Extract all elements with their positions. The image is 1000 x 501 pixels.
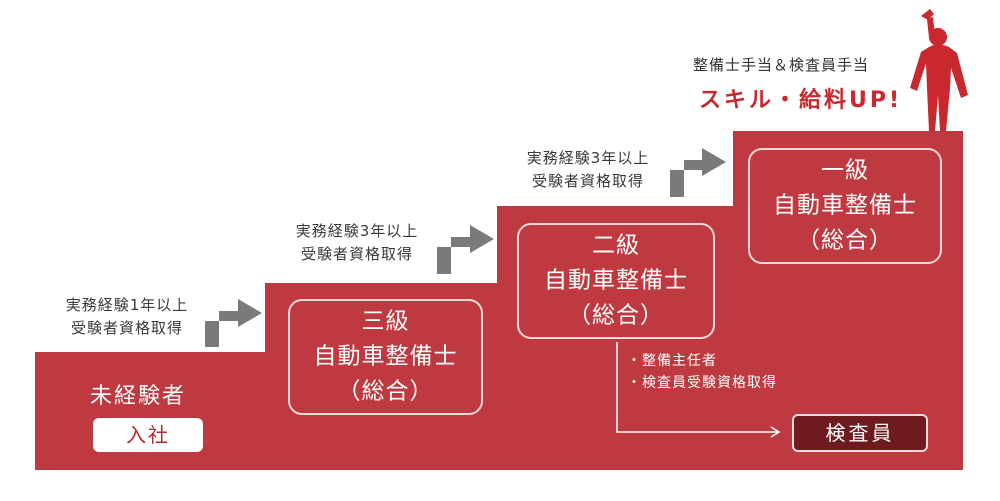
staircase-shape <box>35 131 963 470</box>
grade-1-level: 一級 <box>821 157 869 184</box>
inspector-badge: 検査員 <box>792 414 928 452</box>
grade-3-type: （総合） <box>337 378 434 405</box>
step3-note-line2: 受験者資格取得 <box>531 172 644 190</box>
step1-note-line1: 実務経験1年以上 <box>65 296 189 314</box>
grade-1-type: （総合） <box>797 227 893 254</box>
step-arrow-3-icon <box>670 148 726 197</box>
step2-note-line1: 実務経験3年以上 <box>295 222 419 240</box>
grade-3-title: 自動車整備士 <box>313 343 458 370</box>
grade-1-title: 自動車整備士 <box>773 192 917 219</box>
grade-2-title: 自動車整備士 <box>544 267 688 294</box>
step3-note: 実務経験3年以上 受験者資格取得 <box>503 147 673 193</box>
skill-salary-headline: スキル・給料UP! <box>699 88 903 113</box>
step-arrow-1-icon <box>205 299 262 347</box>
step2-note: 実務経験3年以上 受験者資格取得 <box>272 220 442 266</box>
grade-box-1: 一級 自動車整備士 （総合） <box>748 148 942 264</box>
join-badge: 入社 <box>93 418 203 452</box>
step1-note: 実務経験1年以上 受験者資格取得 <box>42 294 212 340</box>
branch-bullet-1: ・整備主任者 <box>627 353 717 369</box>
step3-note-line1: 実務経験3年以上 <box>526 149 650 167</box>
start-label: 未経験者 <box>90 384 187 409</box>
celebrating-person-icon <box>910 9 968 131</box>
grade-3-level: 三級 <box>361 308 410 335</box>
grade-2-level: 二級 <box>592 232 640 259</box>
branch-bullets: ・整備主任者 ・検査員受験資格取得 <box>627 350 777 394</box>
branch-arrow-icon <box>616 342 781 438</box>
grade-box-2: 二級 自動車整備士 （総合） <box>517 223 715 339</box>
grade-box-3: 三級 自動車整備士 （総合） <box>288 299 483 415</box>
step1-note-line2: 受験者資格取得 <box>70 319 183 337</box>
step2-note-line2: 受験者資格取得 <box>300 245 413 263</box>
step-arrow-2-icon <box>437 225 494 274</box>
grade-2-type: （総合） <box>568 302 664 329</box>
allowance-caption: 整備士手当＆検査員手当 <box>693 56 870 74</box>
branch-bullet-2: ・検査員受験資格取得 <box>627 375 777 391</box>
